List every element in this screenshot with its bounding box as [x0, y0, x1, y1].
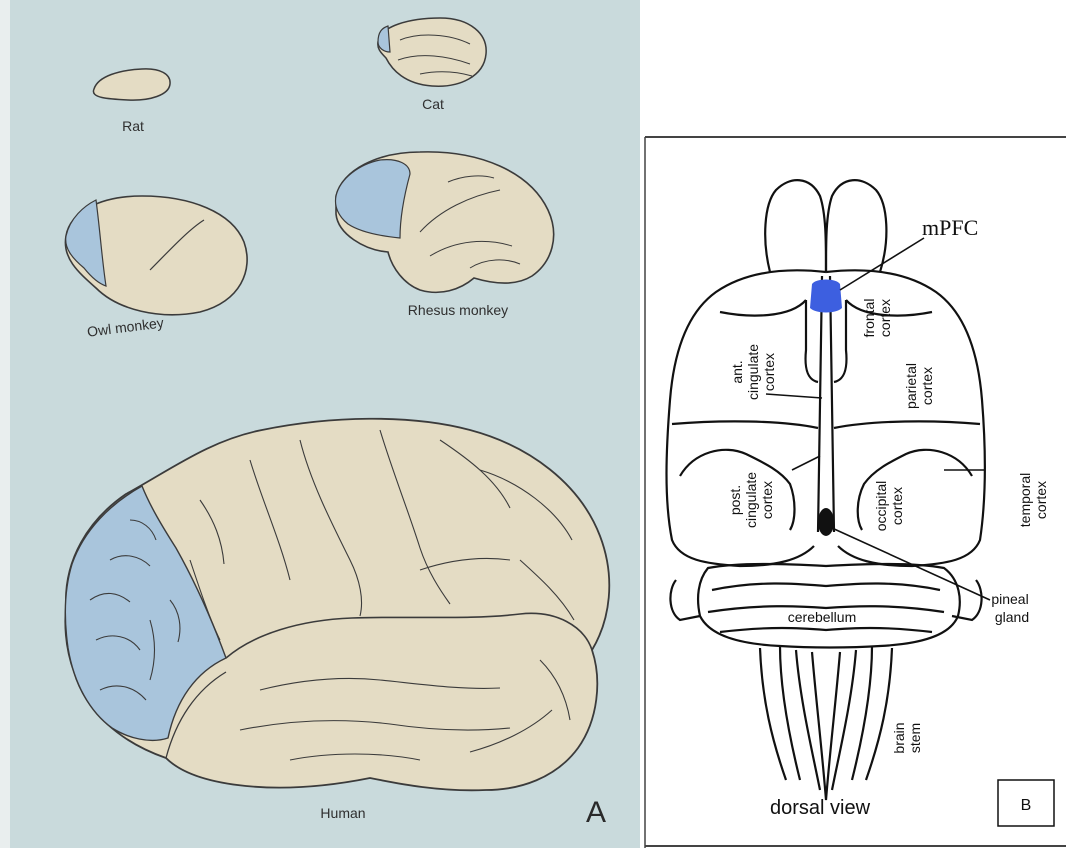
- mpfc-highlight: [810, 280, 842, 313]
- ant-cingulate-label-3: cortex: [761, 353, 777, 391]
- label-cat: Cat: [422, 96, 444, 112]
- temporal-label-2: cortex: [1033, 481, 1049, 519]
- label-human: Human: [320, 805, 365, 821]
- frontal-label-2: cortex: [877, 299, 893, 337]
- panel-b: mPFC frontal cortex ant. cingulate corte…: [645, 137, 1066, 848]
- occipital-label-2: cortex: [889, 487, 905, 525]
- panel-a: Rat Cat Owl monkey Rhesus monkey: [0, 0, 640, 848]
- mpfc-label: mPFC: [922, 215, 978, 240]
- ant-cingulate-label-2: cingulate: [745, 344, 761, 400]
- occipital-label-1: occipital: [873, 481, 889, 532]
- label-rhesus-monkey: Rhesus monkey: [408, 302, 508, 318]
- dorsal-view-caption: dorsal view: [770, 797, 871, 819]
- temporal-label-1: temporal: [1017, 473, 1033, 527]
- panel-a-letter: A: [586, 796, 606, 829]
- brainstem-label-2: stem: [907, 723, 923, 753]
- post-cingulate-label-3: cortex: [759, 481, 775, 519]
- post-cingulate-label-1: post.: [727, 485, 743, 515]
- cerebellum-label: cerebellum: [788, 609, 856, 625]
- post-cingulate-label-2: cingulate: [743, 472, 759, 528]
- pineal-gland: [818, 508, 834, 536]
- ant-cingulate-label-1: ant.: [729, 360, 745, 383]
- panel-b-letter: B: [1021, 797, 1032, 814]
- rat-brain-dorsal: [667, 180, 985, 800]
- brainstem-label-1: brain: [891, 722, 907, 753]
- pineal-label-2: gland: [995, 609, 1029, 625]
- frontal-label-1: frontal: [861, 299, 877, 338]
- label-rat: Rat: [122, 118, 144, 134]
- parietal-label-2: cortex: [919, 367, 935, 405]
- pineal-label-1: pineal: [991, 591, 1028, 607]
- mpfc-pointer: [840, 238, 924, 290]
- parietal-label-1: parietal: [903, 363, 919, 409]
